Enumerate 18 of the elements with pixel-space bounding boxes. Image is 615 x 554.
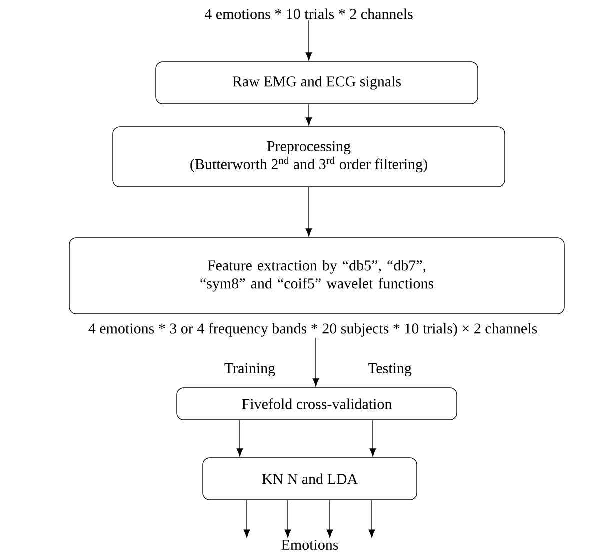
arrow bbox=[236, 420, 244, 457]
text-label: 4 emotions * 10 trials * 2 channels bbox=[204, 8, 413, 20]
arrow bbox=[312, 338, 320, 387]
process-box: Raw EMG and ECG signals bbox=[156, 62, 478, 104]
text-label: 4 emotions * 3 or 4 frequency bands * 20 subjects * 10 trials) × 2 channels bbox=[88, 323, 538, 337]
arrow bbox=[306, 104, 312, 126]
arrow bbox=[326, 500, 334, 538]
process-box: Preprocessing (Butterworth 2$^{nd}$ and 3$^{rd}$ order filtering) bbox=[112, 126, 506, 188]
text-label: Emotions bbox=[282, 540, 338, 550]
arrow bbox=[284, 500, 292, 538]
arrow bbox=[244, 500, 250, 538]
arrow bbox=[306, 20, 312, 61]
process-box: Fivefold cross-validation bbox=[176, 388, 458, 420]
arrow bbox=[370, 420, 376, 457]
arrow bbox=[306, 187, 312, 237]
process-box: KN N and LDA bbox=[202, 458, 418, 500]
process-box: Feature extraction by “db5”, “db7”, “sym8” and “coif5” wavelet functions bbox=[69, 238, 565, 314]
arrow bbox=[368, 500, 376, 538]
